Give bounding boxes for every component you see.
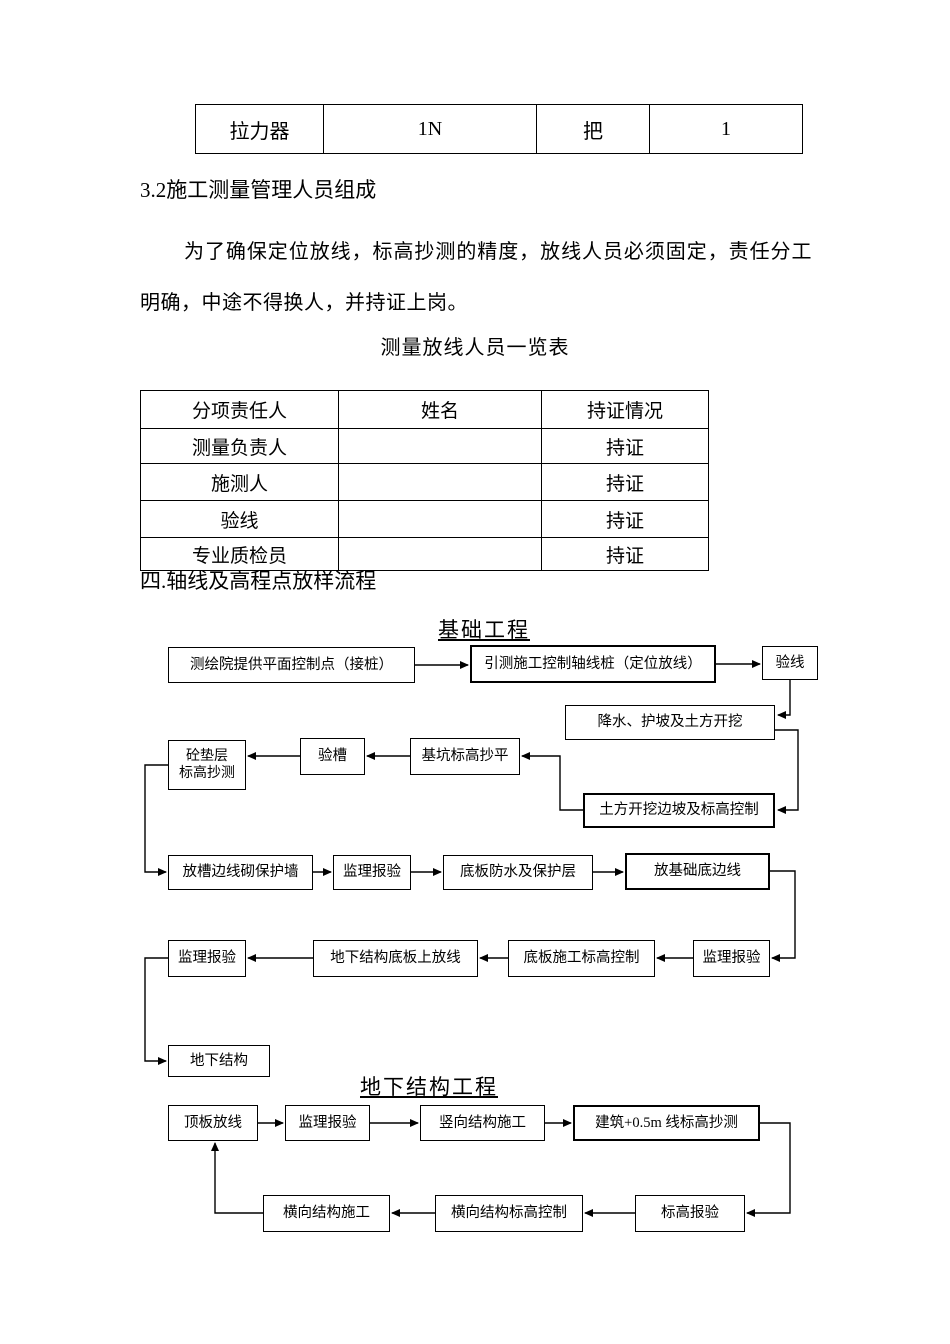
table-row: 专业质检员 持证: [140, 537, 709, 571]
roster-cell: 持证: [541, 500, 709, 538]
equipment-table: 拉力器 1N 把 1: [195, 104, 803, 154]
flow-node-building-line: 建筑+0.5m 线标高抄测: [573, 1105, 760, 1141]
top-table-cell: 把: [536, 104, 650, 154]
flow-node-waterproof: 底板防水及保护层: [443, 855, 593, 890]
table-header-row: 分项责任人 姓名 持证情况: [140, 390, 709, 429]
section-3-2-heading: 3.2施工测量管理人员组成: [140, 178, 377, 202]
roster-cell: 持证: [541, 428, 709, 464]
table-row: 验线 持证: [140, 500, 709, 538]
flow-node-supervision-3: 监理报验: [693, 940, 770, 977]
flow-node-slab-elevation: 底板施工标高控制: [508, 940, 655, 977]
roster-cell: 测量负责人: [140, 428, 339, 464]
flow-node-base-edge: 放基础底边线: [625, 853, 770, 890]
roster-cell: 持证: [541, 537, 709, 571]
table-row: 测量负责人 持证: [140, 428, 709, 464]
roster-table-title: 测量放线人员一览表: [380, 337, 570, 359]
flow-node-elevation-report: 标高报验: [635, 1195, 745, 1232]
roster-table: 分项责任人 姓名 持证情况 测量负责人 持证 施测人 持证 验线 持证 专业质检…: [140, 390, 709, 571]
roster-cell: 持证: [541, 463, 709, 501]
table-row: 拉力器 1N 把 1: [195, 104, 803, 154]
roster-cell: 验线: [140, 500, 339, 538]
top-table-cell: 1: [649, 104, 803, 154]
flow-node-underground: 地下结构: [168, 1045, 270, 1077]
flow-node-trench-check: 验槽: [300, 738, 365, 775]
roster-header-cell: 分项责任人: [140, 390, 339, 429]
flow-node-survey-points: 测绘院提供平面控制点（接桩）: [168, 647, 415, 683]
roster-cell: [338, 463, 542, 501]
flow-node-horizontal-construction: 横向结构施工: [263, 1195, 390, 1232]
table-row: 施测人 持证: [140, 463, 709, 501]
flow-node-dewatering: 降水、护坡及土方开挖: [565, 705, 775, 740]
roster-cell: 施测人: [140, 463, 339, 501]
top-table-cell: 拉力器: [195, 104, 324, 154]
roster-cell: [338, 537, 542, 571]
roster-header-cell: 姓名: [338, 390, 542, 429]
flow-node-pit-leveling: 基坑标高抄平: [410, 738, 520, 775]
flow-node-horizontal-control: 横向结构标高控制: [435, 1195, 583, 1232]
flow-node-supervision-4: 监理报验: [285, 1105, 370, 1141]
intro-paragraph: 为了确保定位放线，标高抄测的精度，放线人员必须固定，责任分工明确，中途不得换人，…: [140, 241, 812, 314]
flow-node-slab-layout: 地下结构底板上放线: [313, 940, 478, 977]
flow-node-protect-wall: 放槽边线砌保护墙: [168, 855, 313, 890]
roster-cell: [338, 428, 542, 464]
flow-node-line-check: 验线: [762, 646, 818, 680]
roster-cell: 专业质检员: [140, 537, 339, 571]
flow-section-title-foundation: 基础工程: [438, 618, 530, 642]
flow-node-supervision-1: 监理报验: [333, 855, 411, 890]
flow-node-cushion-leveling: 砼垫层 标高抄测: [168, 740, 246, 790]
flow-node-vertical-construction: 竖向结构施工: [420, 1105, 545, 1141]
section-4-heading: 四.轴线及高程点放样流程: [140, 569, 377, 593]
flow-node-axis-piles: 引测施工控制轴线桩（定位放线）: [470, 645, 716, 683]
roster-cell: [338, 500, 542, 538]
top-table-cell: 1N: [323, 104, 537, 154]
flow-node-slope-control: 土方开挖边坡及标高控制: [583, 793, 775, 828]
roster-header-cell: 持证情况: [541, 390, 709, 429]
flow-section-title-underground: 地下结构工程: [360, 1075, 498, 1099]
flow-node-roof-layout: 顶板放线: [168, 1105, 258, 1141]
flow-node-supervision-2: 监理报验: [168, 940, 246, 977]
